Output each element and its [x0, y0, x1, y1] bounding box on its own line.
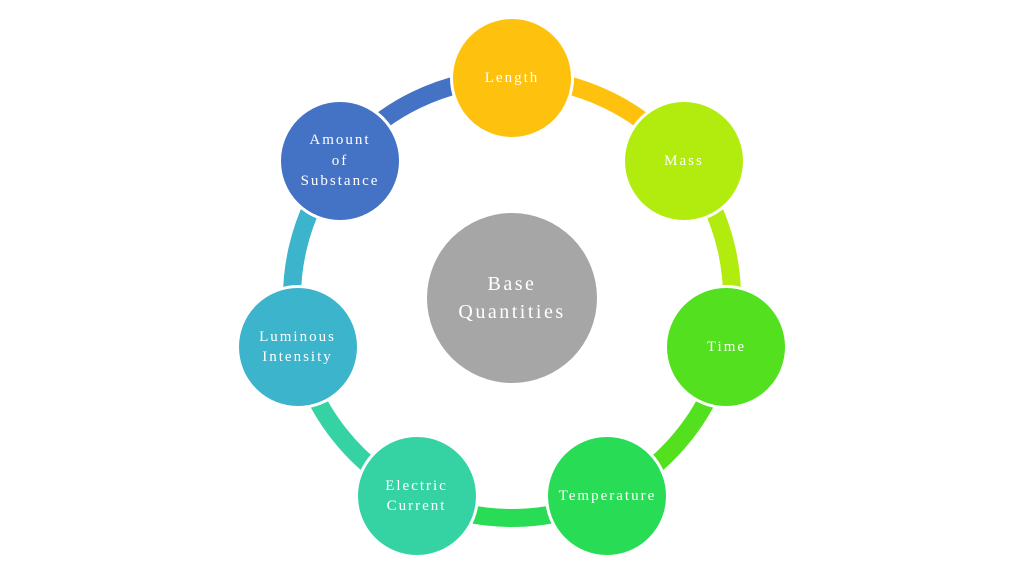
node-time: Time — [664, 284, 789, 409]
node-temperature: Temperature — [545, 434, 670, 559]
node-time-label: Time — [706, 338, 747, 355]
node-luminous-intensity-label: Luminous Intensity — [259, 328, 336, 365]
center-node-label: Base Quantities — [458, 273, 566, 323]
node-electric-current-label: Electric Current — [385, 477, 448, 515]
node-electric-current: Electric Current — [354, 434, 479, 559]
node-mass: Mass — [622, 98, 746, 223]
node-mass-label: Mass — [664, 152, 704, 169]
node-temperature-label: Temperature — [558, 488, 657, 505]
node-amount-of-substance: Amount of Substance — [277, 98, 402, 223]
node-luminous-intensity: Luminous Intensity — [235, 284, 360, 409]
node-length-label: Length — [484, 69, 540, 86]
node-amount-of-substance-label: Amount of Substance — [300, 132, 380, 189]
node-length: Length — [450, 16, 574, 140]
center-node-base-quantities: Base Quantities — [427, 213, 597, 383]
